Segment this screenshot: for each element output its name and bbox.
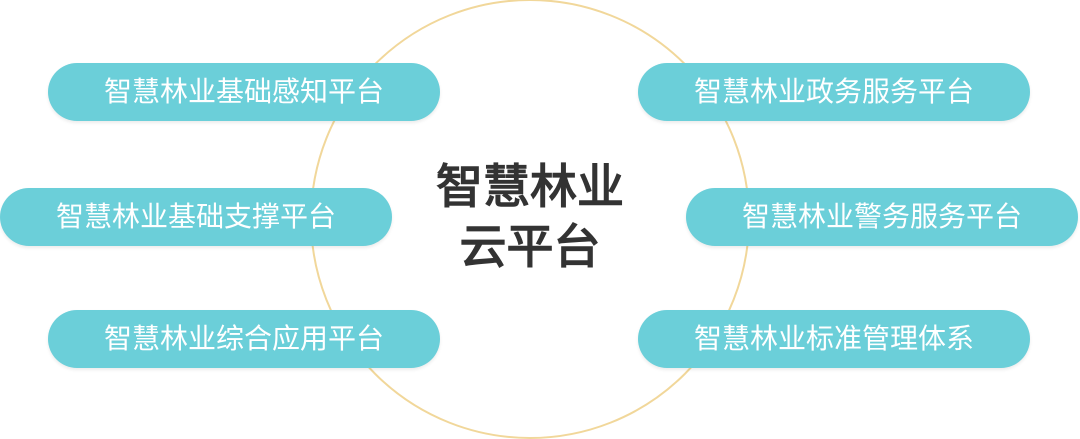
node-basic-support-platform: 智慧林业基础支撑平台 [0,188,392,246]
node-standard-management-system: 智慧林业标准管理体系 [638,310,1030,368]
node-basic-perception-platform: 智慧林业基础感知平台 [48,63,440,121]
node-government-service-platform: 智慧林业政务服务平台 [638,63,1030,121]
center-title-line-1: 智慧林业 [436,160,624,215]
center-title: 智慧林业 云平台 [380,158,680,278]
node-integrated-application-platform: 智慧林业综合应用平台 [48,310,440,368]
node-police-service-platform: 智慧林业警务服务平台 [686,188,1078,246]
center-title-line-2: 云平台 [459,220,601,275]
